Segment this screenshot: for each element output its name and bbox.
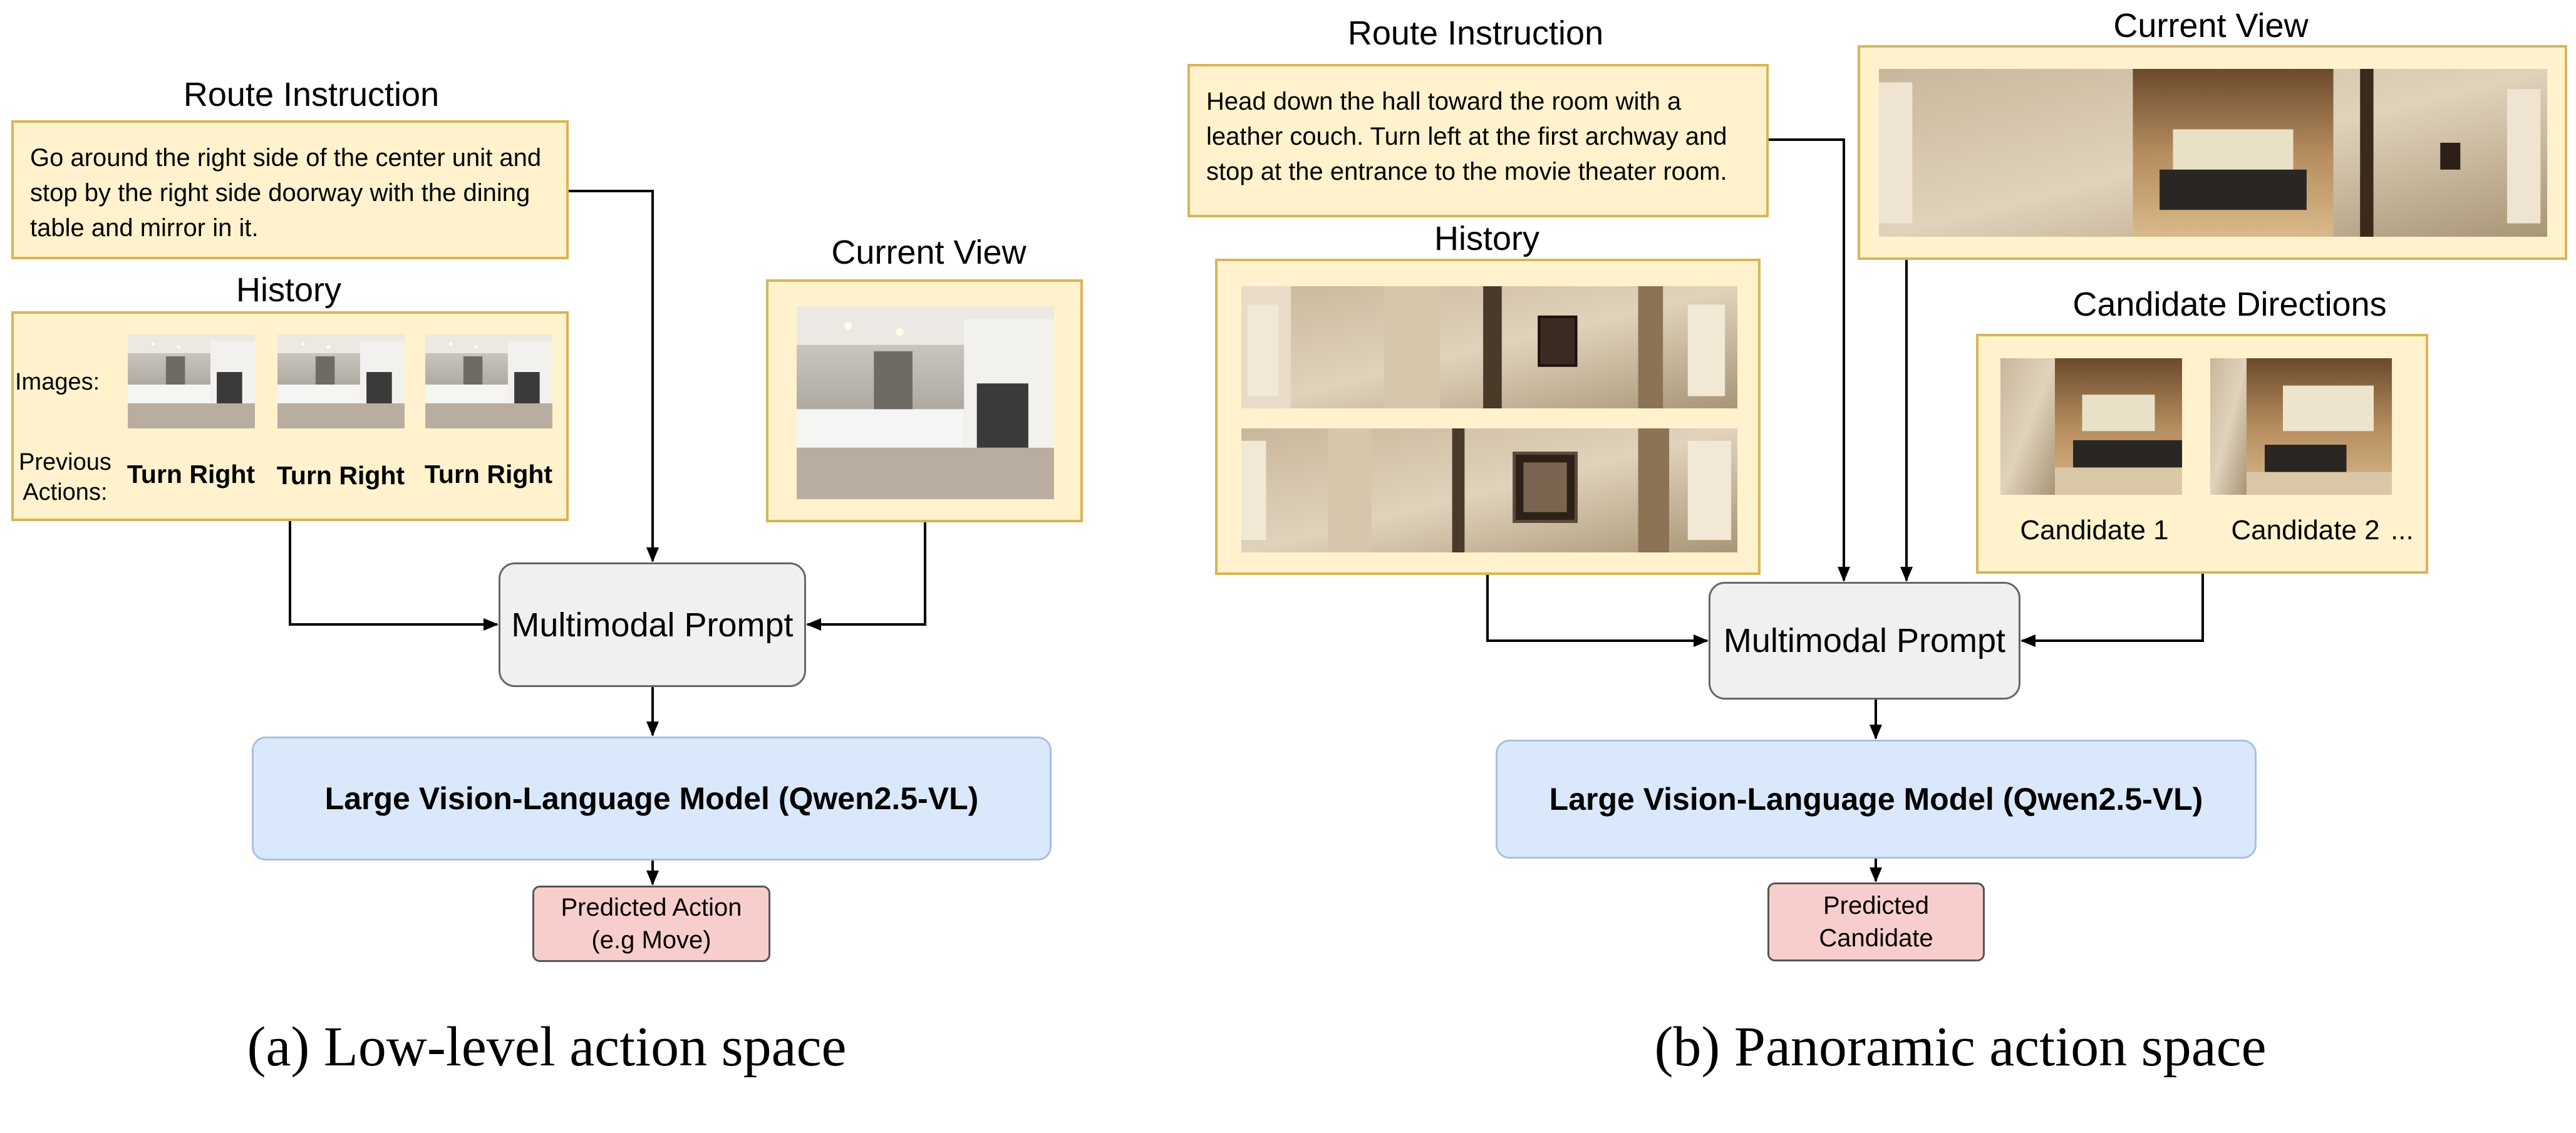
a-previous-action-1: Turn Right bbox=[127, 460, 256, 489]
a-model-box: Large Vision-Language Model (Qwen2.5-VL) bbox=[252, 737, 1052, 861]
b-arrow-instruction-to-prompt bbox=[1769, 138, 1850, 582]
a-output-box: Predicted Action (e.g Move) bbox=[532, 886, 770, 962]
a-multimodal-prompt-box: Multimodal Prompt bbox=[499, 562, 806, 687]
b-route-instruction-box: Head down the hall toward the room with … bbox=[1187, 64, 1769, 217]
b-candidate-label-2: Candidate 2 bbox=[2231, 515, 2380, 546]
b-current-view-box bbox=[1858, 45, 2567, 260]
a-route-instruction-text: Go around the right side of the center u… bbox=[30, 144, 542, 242]
b-route-instruction-text: Head down the hall toward the room with … bbox=[1206, 88, 1727, 185]
a-history-box: Images: Previous Actions: Turn Right Tur… bbox=[11, 311, 569, 521]
a-previous-action-2: Turn Right bbox=[276, 461, 405, 490]
a-caption: (a) Low-level action space bbox=[247, 1016, 847, 1078]
b-candidate-directions-title: Candidate Directions bbox=[2072, 286, 2387, 323]
b-multimodal-prompt-box: Multimodal Prompt bbox=[1709, 582, 2020, 700]
a-images-label: Images: bbox=[15, 369, 100, 395]
b-multimodal-prompt-label: Multimodal Prompt bbox=[1723, 622, 2006, 660]
b-output-label: Predicted Candidate bbox=[1819, 892, 1933, 952]
a-output-label: Predicted Action (e.g Move) bbox=[561, 894, 742, 954]
a-arrow-history-to-prompt bbox=[289, 521, 499, 631]
b-arrow-candidates-to-prompt bbox=[2020, 574, 2204, 647]
b-candidate-label-1: Candidate 1 bbox=[2020, 515, 2169, 546]
b-caption: (b) Panoramic action space bbox=[1654, 1016, 2267, 1078]
a-previous-actions-label: Previous Actions: bbox=[19, 449, 111, 505]
b-model-label: Large Vision-Language Model (Qwen2.5-VL) bbox=[1549, 782, 2203, 817]
a-route-instruction-title: Route Instruction bbox=[183, 76, 440, 113]
a-multimodal-prompt-label: Multimodal Prompt bbox=[511, 606, 794, 644]
b-arrow-history-to-prompt bbox=[1486, 575, 1709, 647]
b-history-title: History bbox=[1434, 220, 1540, 257]
b-candidate-ellipsis: ... bbox=[2391, 515, 2414, 546]
a-current-view-title: Current View bbox=[831, 234, 1027, 271]
b-history-box bbox=[1215, 259, 1761, 575]
b-model-box: Large Vision-Language Model (Qwen2.5-VL) bbox=[1496, 740, 2257, 859]
a-arrow-view-to-prompt bbox=[806, 522, 926, 631]
a-history-title: History bbox=[235, 271, 342, 309]
b-output-box: Predicted Candidate bbox=[1767, 882, 1985, 961]
b-current-view-title: Current View bbox=[2113, 7, 2309, 44]
a-arrow-instruction-to-prompt bbox=[569, 190, 659, 562]
b-route-instruction-title: Route Instruction bbox=[1347, 14, 1604, 52]
b-candidate-box: Candidate 1 Candidate 2 ... bbox=[1976, 334, 2428, 574]
a-previous-action-3: Turn Right bbox=[424, 460, 553, 489]
a-model-label: Large Vision-Language Model (Qwen2.5-VL) bbox=[324, 781, 979, 816]
a-current-view-box bbox=[766, 279, 1083, 522]
a-route-instruction-box: Go around the right side of the center u… bbox=[11, 120, 569, 259]
